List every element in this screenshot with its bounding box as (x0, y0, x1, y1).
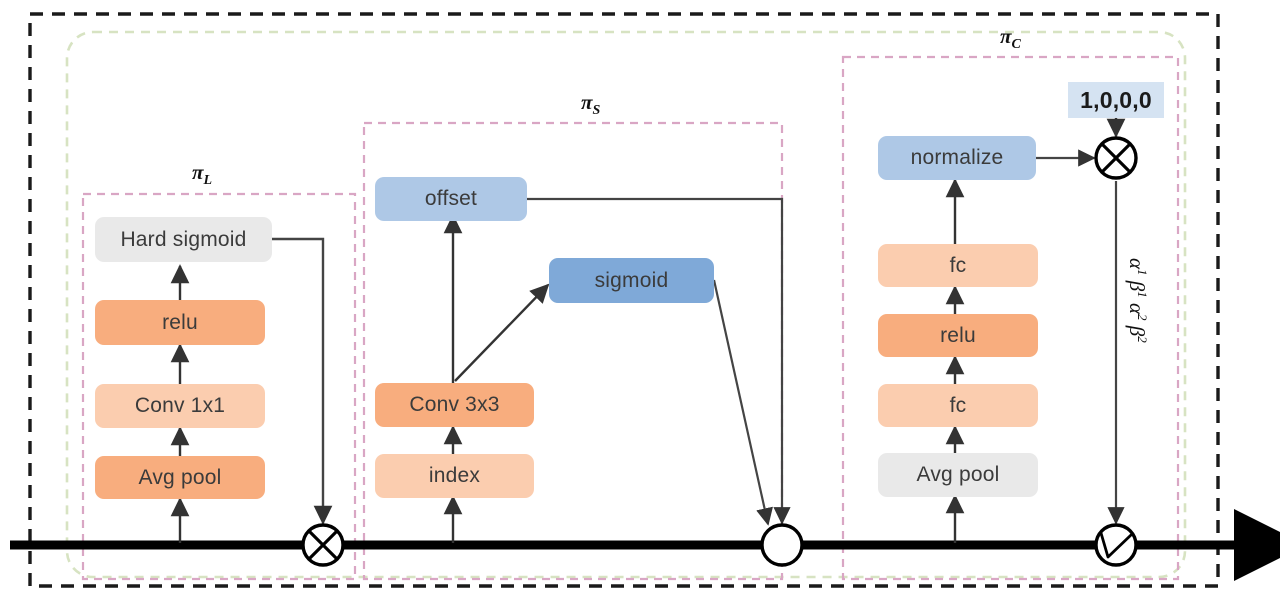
node-one-hot-vector[interactable]: 1,0,0,0 (1068, 82, 1164, 118)
edge-sigmoid-to-join (712, 279, 773, 526)
node-hard-sigmoid[interactable]: Hard sigmoid (95, 217, 272, 262)
edge-offset-to-join (524, 197, 791, 525)
node-avg-pool-l[interactable]: Avg pool (95, 456, 265, 499)
pi-C-frame (841, 55, 1180, 581)
join-operator-mid (760, 523, 804, 567)
node-offset[interactable]: offset (375, 177, 527, 221)
node-sigmoid[interactable]: sigmoid (549, 258, 714, 303)
edge-hardsig-to-multiply (272, 237, 333, 525)
group-label-pi-C: πC (1000, 24, 1021, 53)
node-relu-c[interactable]: relu (878, 314, 1038, 357)
node-conv-1x1[interactable]: Conv 1x1 (95, 384, 265, 428)
group-label-pi-S: πS (581, 90, 601, 119)
outer-dashed-frame (28, 12, 1220, 588)
node-index[interactable]: index (375, 454, 534, 498)
node-avg-pool-c[interactable]: Avg pool (878, 453, 1038, 497)
multiply-operator-top (1094, 136, 1138, 180)
node-normalize[interactable]: normalize (878, 136, 1036, 180)
multiply-operator-left (301, 523, 345, 567)
edge-label-alpha-beta: α1 β1 α2 β2 (1125, 258, 1150, 343)
node-conv-3x3[interactable]: Conv 3x3 (375, 383, 534, 427)
node-fc-1[interactable]: fc (878, 384, 1038, 427)
activation-operator-right (1094, 523, 1138, 567)
group-label-pi-L: πL (192, 160, 213, 189)
arrow-s-conv-to-sigmoid (454, 283, 550, 382)
node-fc-2[interactable]: fc (878, 244, 1038, 287)
green-dashed-frame (65, 30, 1187, 579)
node-relu-l[interactable]: relu (95, 300, 265, 345)
pi-L-frame (81, 192, 357, 581)
